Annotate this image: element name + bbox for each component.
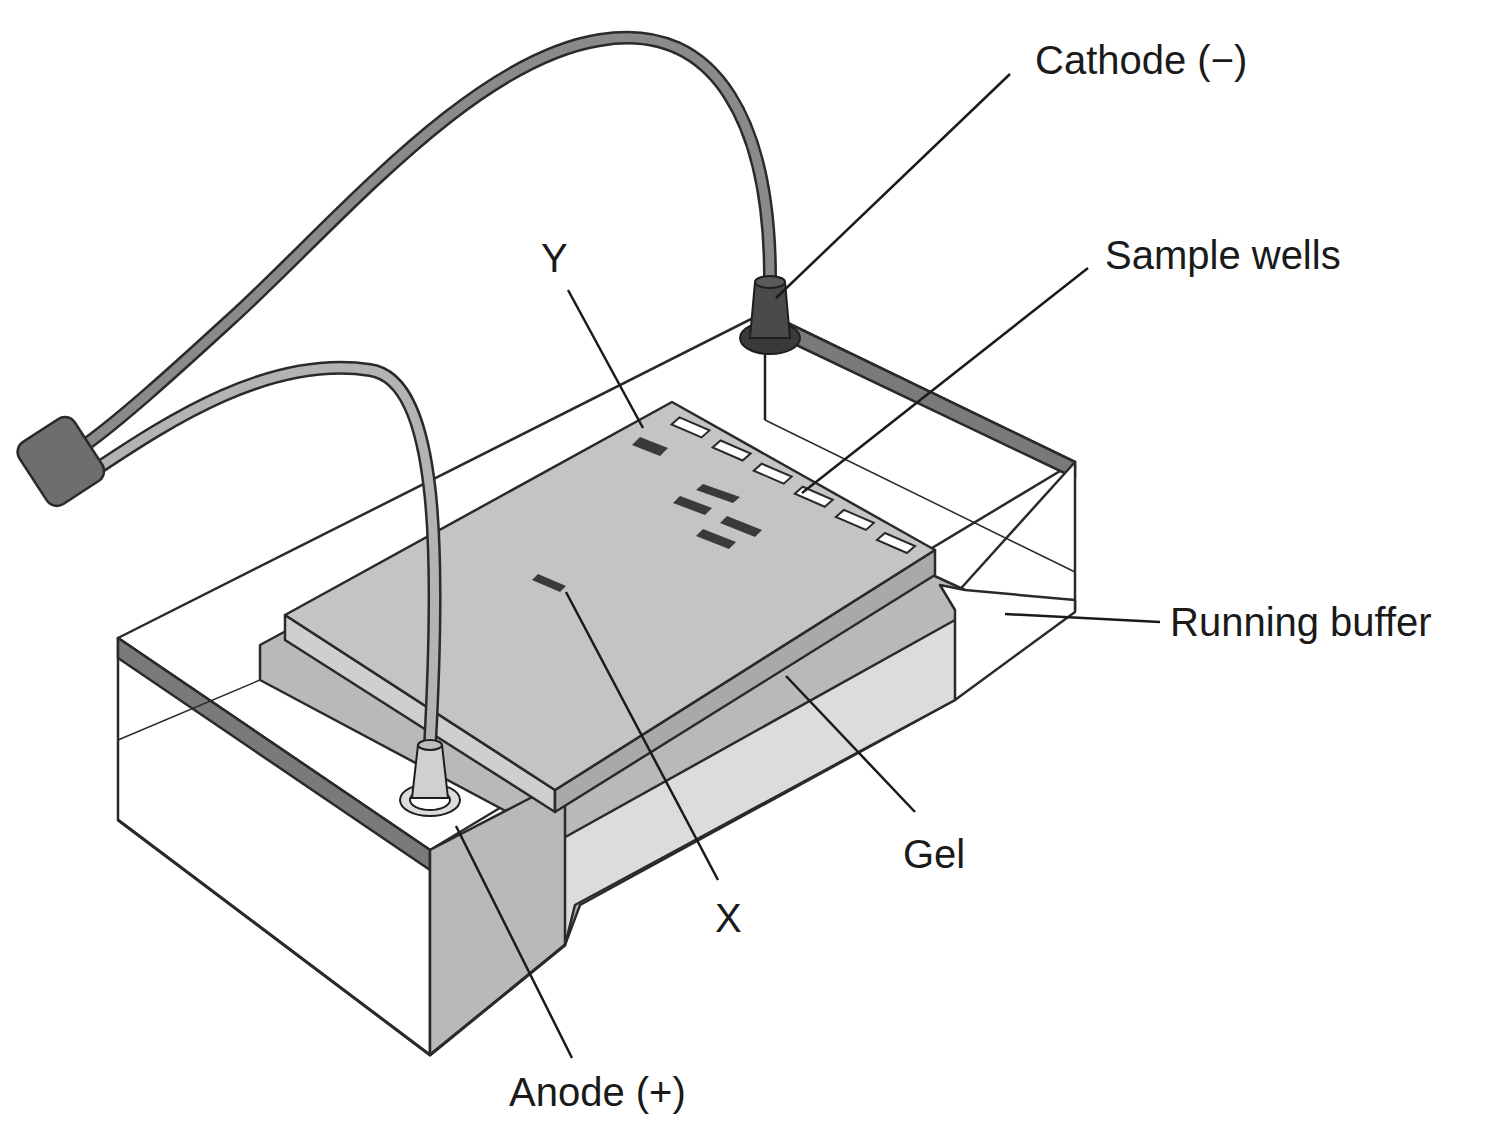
power-plug [13,412,109,510]
tank-rim-strip [765,312,1075,478]
buffer-line [118,680,260,740]
sample-well [754,464,792,484]
dna-bands [532,437,762,592]
tank-bottom [118,820,565,1055]
electrode-label: Anode (+) [509,1070,686,1114]
sample-well [877,533,915,553]
sample-well [671,417,709,437]
sample-wells [671,417,914,553]
cathode-electrode [740,276,800,420]
tank-side [430,780,565,1055]
cathode-wire [85,38,770,445]
sample-well [713,441,751,461]
anode-wire [95,368,435,745]
band-label: Y [541,236,568,280]
cathode-wire [85,38,770,445]
electrode-label: Cathode (−) [1035,38,1247,82]
part-label: Gel [903,832,965,876]
sample-well [795,487,833,507]
anode-electrode [400,740,460,816]
anode-wire [95,368,435,745]
part-label: Running buffer [1170,600,1432,644]
buffer-well-right [940,585,1075,700]
band-label: X [715,896,742,940]
sample-well [836,510,874,530]
leader-lines [456,74,1160,1058]
part-label: Sample wells [1105,233,1341,277]
